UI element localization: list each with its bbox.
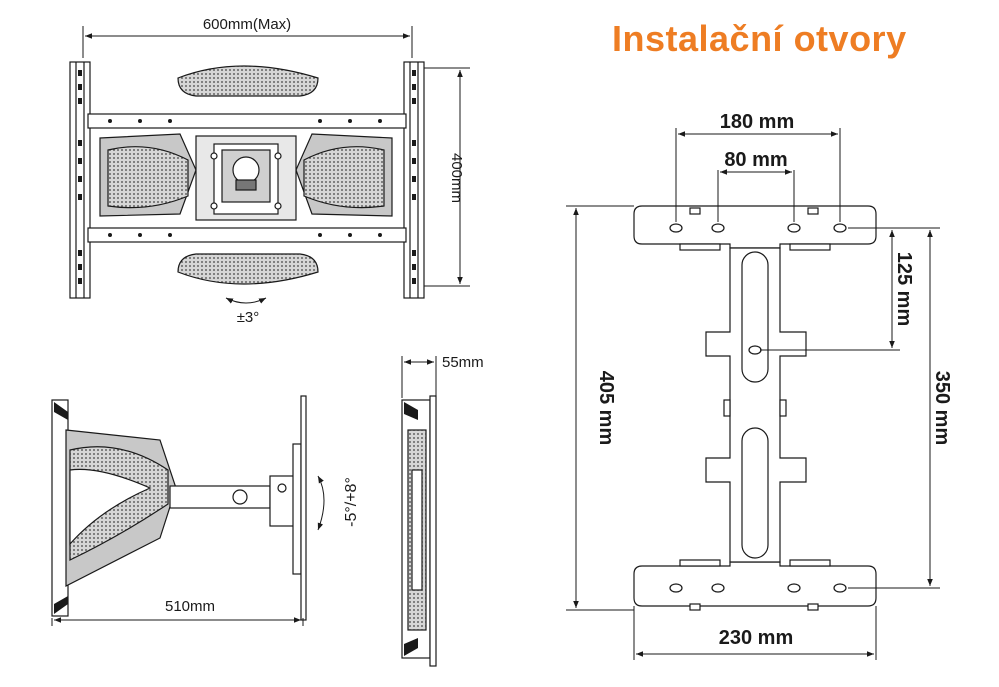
swivel-label: ±3° [237, 309, 260, 326]
bottom-width-label: 230 mm [719, 627, 794, 649]
left-height-label: 405 mm [595, 371, 617, 446]
profile-thickness-label: 55mm [442, 354, 484, 371]
top-outer-label: 180 mm [720, 111, 795, 133]
mounting-plate-drawing: 180 mm 80 mm 405 mm 125 mm 350 mm 230 mm [566, 111, 953, 660]
tilt-label: -5°/+8° [343, 477, 360, 527]
right-vertical-rail [403, 61, 425, 299]
left-vertical-rail [69, 61, 91, 299]
profile-view: 55mm [401, 354, 484, 667]
front-width-label: 600mm(Max) [203, 16, 291, 33]
side-view: -5°/+8° 510mm [51, 395, 360, 626]
right-total-label: 350 mm [931, 371, 953, 446]
front-view: 600mm(Max) 400mm [69, 16, 470, 326]
right-upper-label: 125 mm [893, 252, 915, 327]
side-depth-label: 510mm [165, 598, 215, 615]
front-height-label: 400mm [448, 153, 465, 203]
page-title: Instalační otvory [612, 18, 907, 59]
top-inner-label: 80 mm [724, 149, 787, 171]
